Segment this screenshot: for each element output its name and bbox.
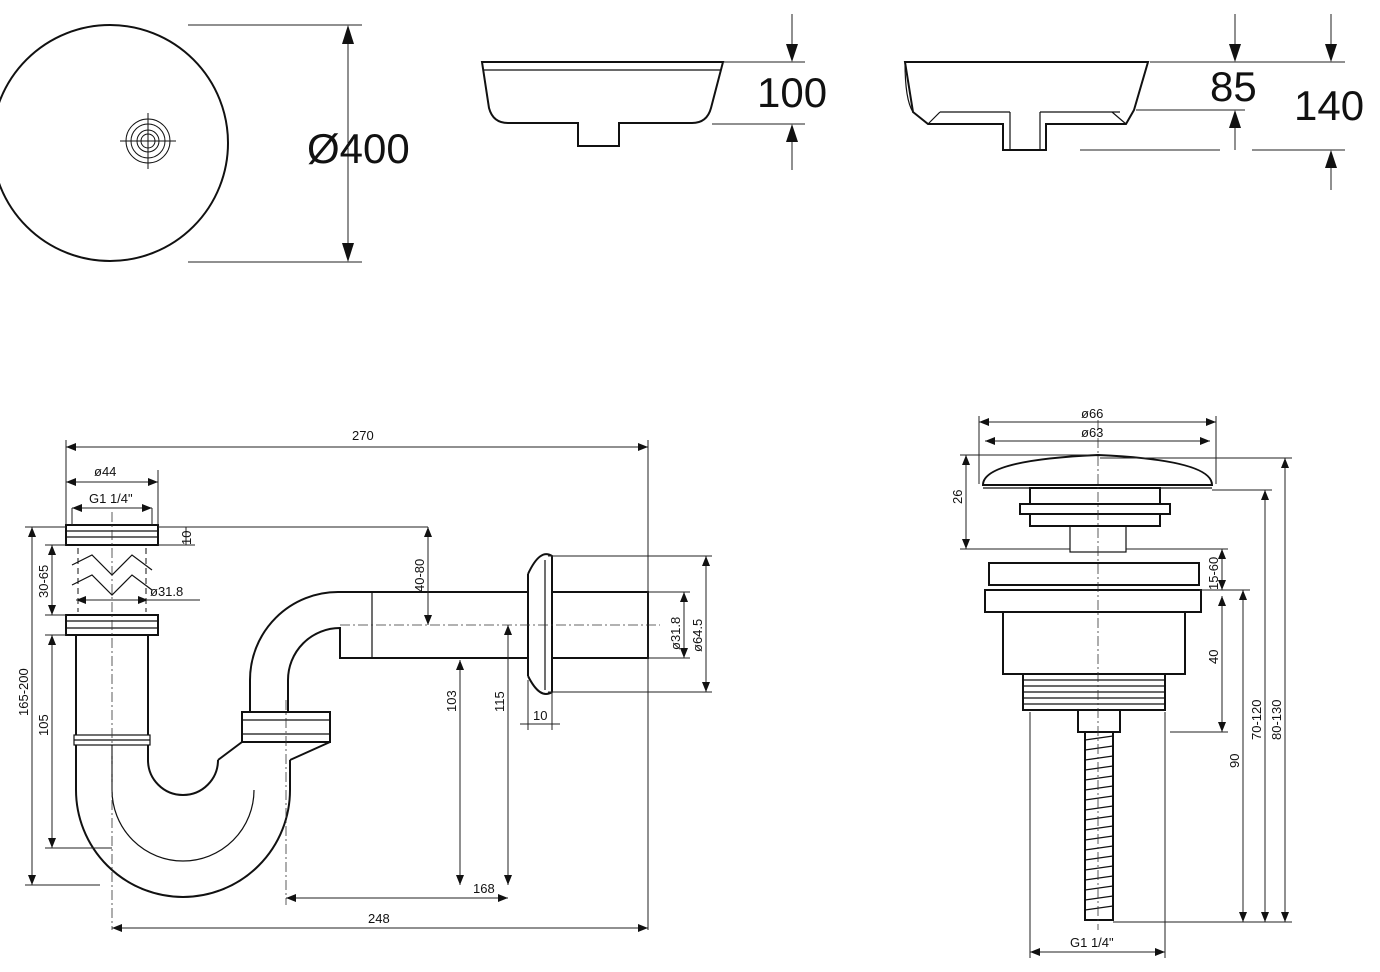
range-70-120-dimension: 70-120 [1212, 489, 1272, 923]
basin-side-view-2: 85 140 [903, 14, 1364, 190]
horizontal-168-dimension: 168 [286, 881, 508, 902]
shank-90-dimension: 90 [1113, 589, 1250, 923]
range-80-130-dimension: 80-130 [1100, 457, 1292, 923]
cap-inner-diameter-label: ø63 [1081, 425, 1103, 440]
diameter-44-label: ø44 [94, 464, 116, 479]
height-105-label: 105 [36, 714, 51, 736]
diameter-400-label: Ø400 [307, 125, 410, 172]
adjust-30-65-dimension: 30-65 [36, 544, 66, 616]
length-270-label: 270 [352, 428, 374, 443]
thread-dimension: G1 1/4" [71, 491, 153, 525]
height-85-label: 85 [1210, 63, 1257, 110]
cap-inner-diameter-dimension: ø63 [985, 425, 1210, 445]
threaded-rod [1084, 731, 1114, 921]
flange-diameter-dimension: ø64.5 [548, 555, 712, 693]
outlet-diameter-label: ø31.8 [668, 617, 683, 650]
drain-hole [120, 113, 176, 169]
height-105-dimension: 105 [36, 634, 112, 849]
drain-valve-drawing: ø66 ø63 26 15-60 [950, 406, 1292, 958]
height-140-dimension: 140 [1080, 14, 1364, 190]
adjust-30-65-label: 30-65 [36, 565, 51, 598]
basin-rim [0, 24, 229, 262]
rise-103-label: 103 [444, 690, 459, 712]
basin-top-view: Ø400 [0, 24, 410, 263]
offset-40-80-label: 40-80 [412, 559, 427, 592]
pipe-diameter-label: ø31.8 [150, 584, 183, 599]
diameter-44-dimension: ø44 [66, 464, 159, 525]
shank-90-label: 90 [1227, 754, 1242, 768]
diameter-400-dimension: Ø400 [188, 24, 410, 263]
horizontal-168-label: 168 [473, 881, 495, 896]
horizontal-248-label: 248 [368, 911, 390, 926]
height-85-dimension: 85 [1136, 14, 1257, 150]
valve-body [1002, 611, 1186, 675]
valve-thread [1022, 673, 1166, 711]
body-40-dimension: 40 [1170, 596, 1228, 733]
offset-40-80-dimension: 40-80 [412, 527, 432, 625]
siphon-drawing: 270 ø44 G1 1/4" 10 [16, 428, 712, 932]
range-70-120-label: 70-120 [1249, 700, 1264, 740]
horizontal-248-dimension: 248 [112, 911, 648, 932]
valve-thread-label: G1 1/4" [1070, 935, 1114, 950]
height-140-label: 140 [1294, 82, 1364, 129]
basin-side-view-1: 100 [480, 14, 827, 170]
gap-15-60-dimension: 15-60 [1126, 548, 1228, 591]
body-40-label: 40 [1206, 650, 1221, 664]
flange-10-dimension: 10 [520, 680, 560, 730]
range-80-130-label: 80-130 [1269, 700, 1284, 740]
cap-outer-diameter-label: ø66 [1081, 406, 1103, 421]
outlet-diameter-dimension: ø31.8 [648, 591, 690, 659]
rise-115-label: 115 [492, 691, 507, 712]
height-100-dimension: 100 [712, 14, 827, 170]
flange-10-label: 10 [533, 708, 547, 723]
length-270-dimension: 270 [65, 428, 649, 930]
valve-thread-dimension: G1 1/4" [1029, 712, 1166, 958]
gap-10-dimension: 10 [158, 526, 428, 546]
rise-103-dimension: 103 [444, 660, 464, 885]
cap-height-dimension: 26 [950, 454, 1090, 550]
flange-diameter-label: ø64.5 [690, 619, 705, 652]
gap-15-60-label: 15-60 [1206, 557, 1221, 590]
pipe-diameter-dimension: ø31.8 [76, 584, 200, 604]
cap-outer-diameter-dimension: ø66 [978, 406, 1217, 484]
valve-flange [988, 562, 1200, 586]
cap-height-label: 26 [950, 490, 965, 504]
height-100-label: 100 [757, 69, 827, 116]
thread-label: G1 1/4" [89, 491, 133, 506]
rise-115-dimension: 115 [492, 625, 512, 885]
height-165-200-dimension: 165-200 [16, 526, 100, 886]
gap-10-label: 10 [179, 531, 194, 545]
valve-cap [981, 453, 1214, 486]
height-165-200-label: 165-200 [16, 668, 31, 716]
